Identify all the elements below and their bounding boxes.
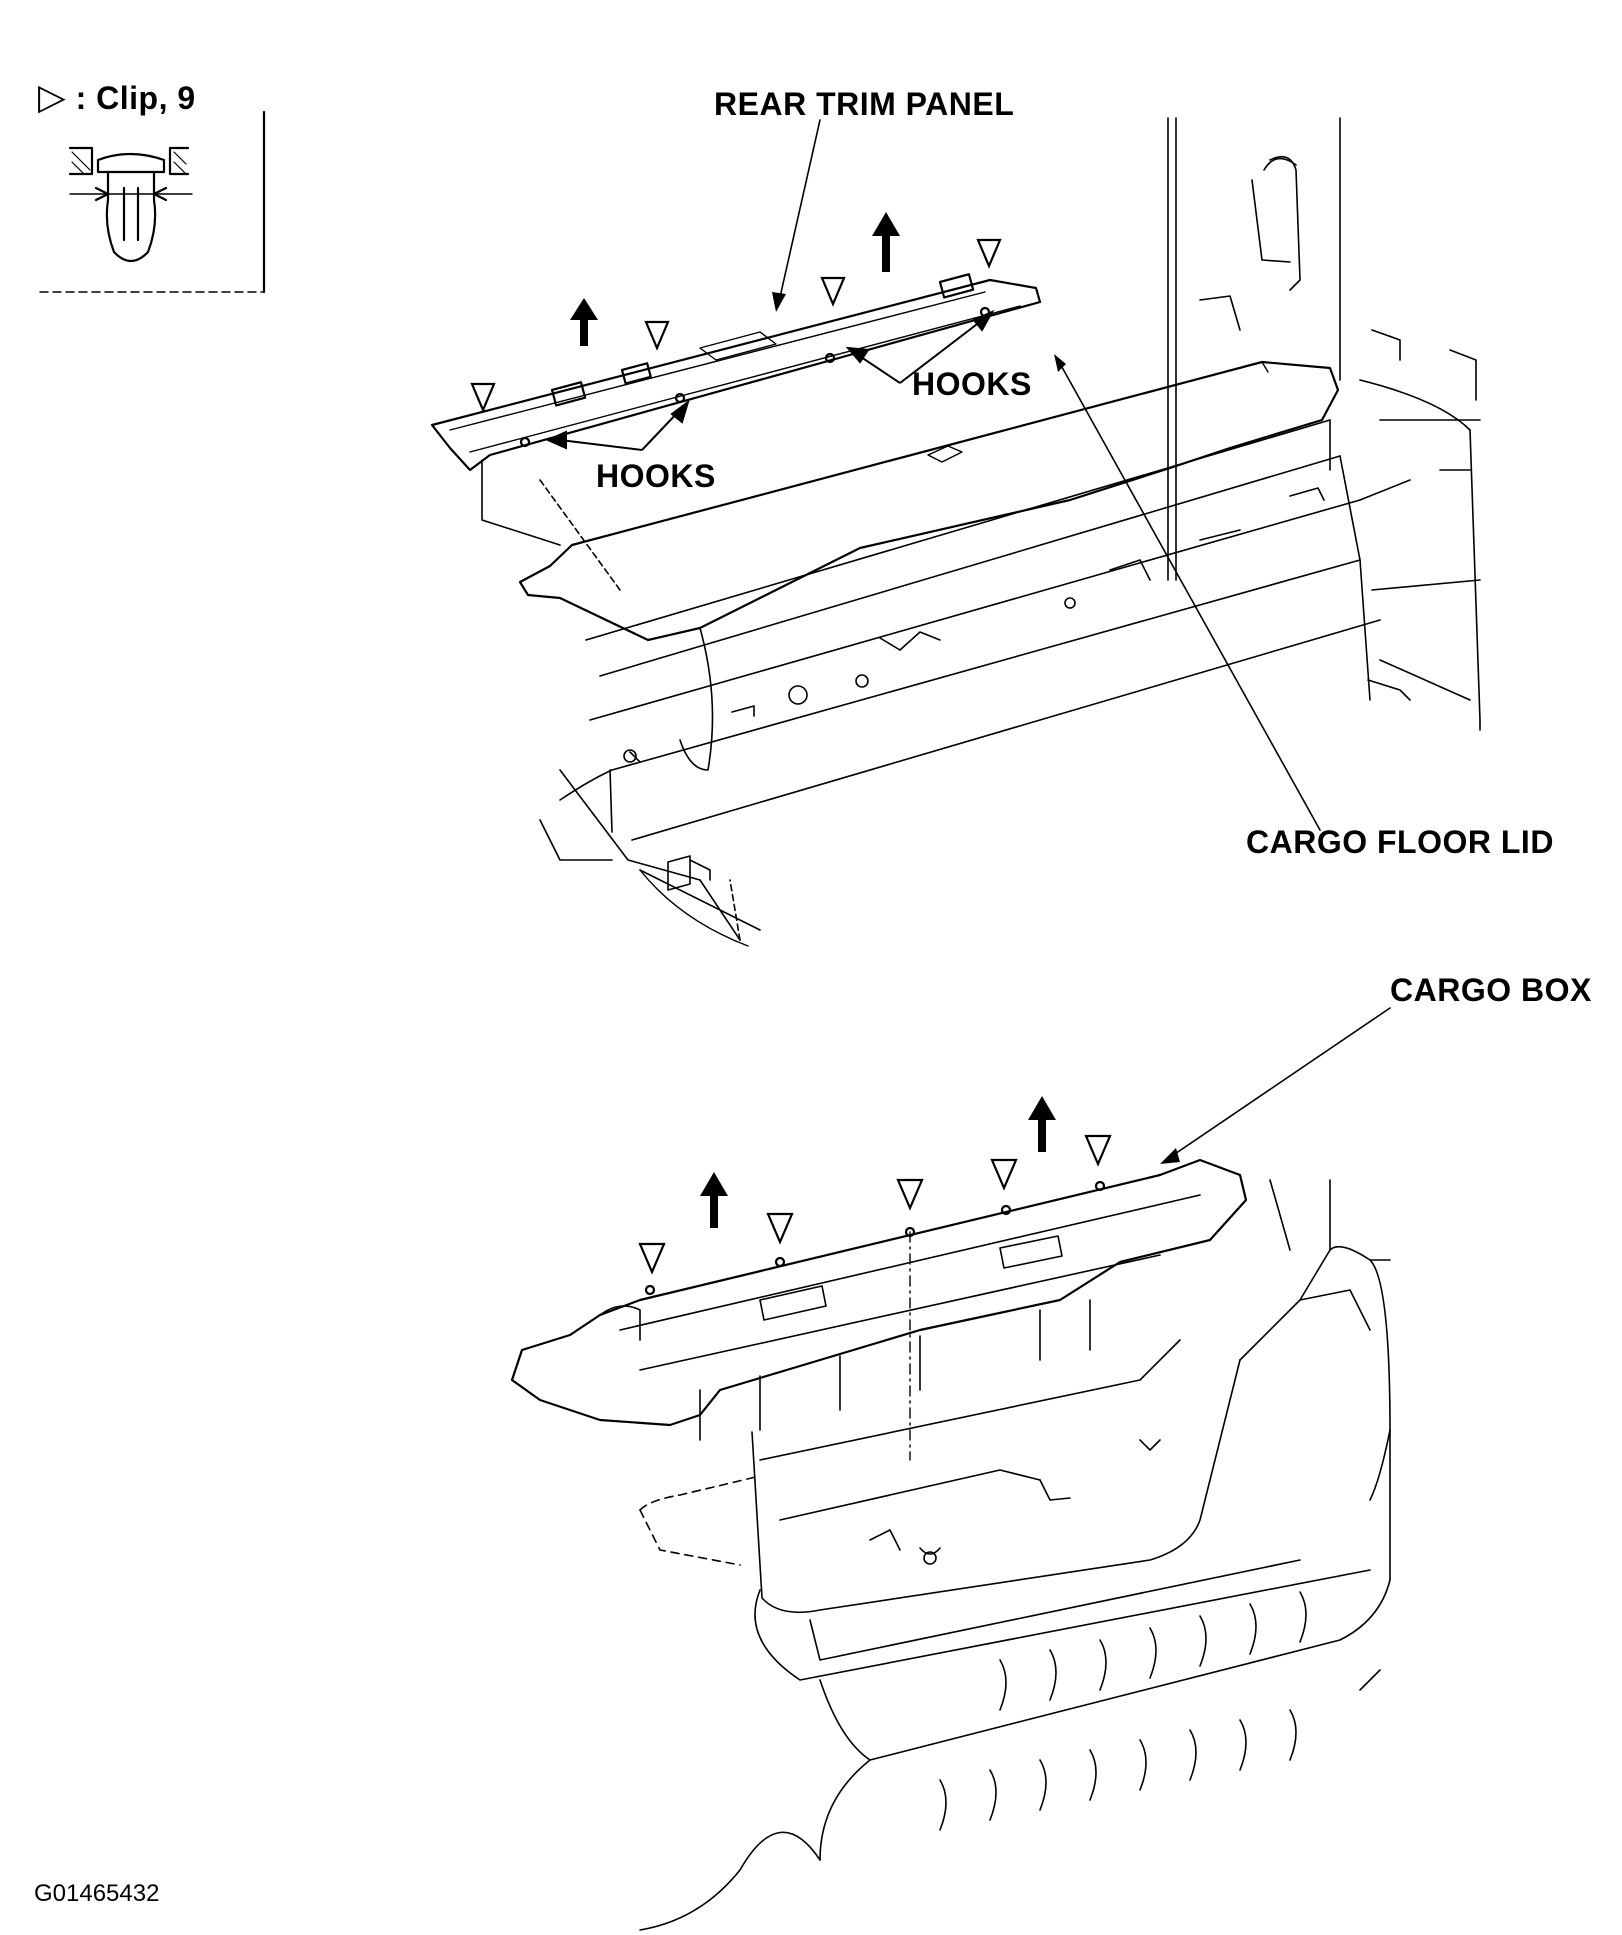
cargo-floor-lid-drawing: [518, 360, 1340, 642]
rear-bumper-structure: [639, 1179, 1391, 1931]
clip-marker-icon: [1084, 1134, 1112, 1167]
label-rear-trim-panel: REAR TRIM PANEL: [714, 86, 1015, 122]
label-hooks-left: HOOKS: [596, 458, 716, 494]
clip-legend: ▷ : Clip, 9: [38, 76, 196, 118]
clip-markers: [470, 238, 1112, 1275]
rear-trim-panel-drawing: [430, 273, 1042, 472]
cargo-box-drawing: [510, 1158, 1248, 1461]
clip-marker-icon: [896, 1178, 924, 1211]
label-cargo-box: CARGO BOX: [1390, 972, 1592, 1008]
clip-marker-legend-icon: ▷: [38, 76, 67, 117]
figure-code: G01465432: [34, 1880, 160, 1907]
clip-marker-icon: [638, 1242, 666, 1275]
label-cargo-floor-lid: CARGO FLOOR LID: [1246, 824, 1554, 860]
clip-inset-illustration: [39, 110, 266, 294]
clip-marker-icon: [470, 382, 496, 413]
clip-marker-icon: [820, 276, 846, 307]
label-hooks-right: HOOKS: [912, 366, 1032, 402]
cargo-floor-structure: [481, 419, 1411, 941]
leader-arrowheads: [772, 292, 1180, 1164]
up-arrow-icon: [1028, 1096, 1056, 1152]
leader-lines: [777, 119, 1391, 1161]
up-arrow-icon: [700, 1172, 728, 1228]
clip-marker-icon: [644, 320, 670, 351]
hook-arrows: [545, 309, 995, 451]
up-arrow-icon: [872, 212, 900, 272]
clip-marker-icon: [976, 238, 1002, 269]
body-pillar-upper: [1167, 117, 1481, 731]
clip-marker-icon: [990, 1158, 1018, 1191]
guide-lines-upper: [639, 869, 749, 947]
up-arrow-icon: [570, 298, 598, 346]
clip-legend-text: : Clip, 9: [75, 80, 196, 116]
clip-marker-icon: [766, 1212, 794, 1245]
removal-arrows: [570, 212, 1056, 1228]
